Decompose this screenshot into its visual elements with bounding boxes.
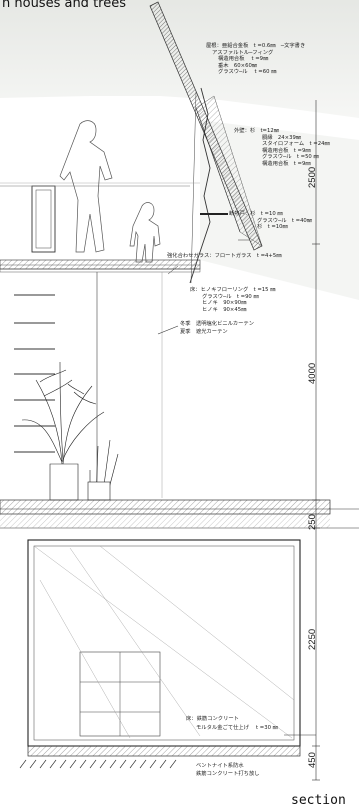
person-right xyxy=(129,202,161,263)
bookshelves xyxy=(14,294,55,453)
window-annotation: 断熱戸：杉 t =10 ㎜ グラスウ─ル t =40㎜ 杉 t =10㎜ xyxy=(229,211,312,231)
dimension-2250: 2250 xyxy=(307,628,318,650)
wall-line-2: 胴縁 24×39㎜ xyxy=(262,134,302,141)
wall-line-6: 構造用合板 t =9㎜ xyxy=(262,160,311,167)
roof-line-1: 屋根：亜鉛合金板 t =0.6㎜ ─文字書き xyxy=(206,43,306,49)
dimension-line xyxy=(312,100,320,781)
window-line-2: グラスウ─ル t =40㎜ xyxy=(257,217,313,224)
basement-floor-slab xyxy=(27,745,301,757)
roof-line-2: アスファルトル─フィング xyxy=(212,49,274,56)
drawing-title: n houses and trees xyxy=(2,0,126,11)
window-line-1: 断熱戸：杉 t =10 ㎜ xyxy=(229,211,283,217)
floor-annotation: 床：ヒノキフローリング t =15 ㎜ グラスウ─ル t =90 ㎜ ヒノキ 9… xyxy=(190,287,275,313)
wall-annotation: 外壁：杉 t=12㎜ 胴縁 24×39㎜ スタイロフォーム t =24㎜ 構造用… xyxy=(234,128,330,168)
roof-line-3: 構造用合板 t =9㎜ xyxy=(218,56,269,63)
roof-annotation: 屋根：亜鉛合金板 t =0.6㎜ ─文字書き アスファルトル─フィング 構造用合… xyxy=(206,43,305,76)
curtain-line-2: 夏季 遮光カーテン xyxy=(180,329,228,335)
glass-annotation: 強化合わせガラス：フロートガラス t =4+5㎜ xyxy=(167,253,282,259)
middle-floor-slab xyxy=(0,499,331,515)
wall-line-5: グラスウ─ル t =50 ㎜ xyxy=(262,154,319,161)
floor-line-1: 床：ヒノキフローリング t =15 ㎜ xyxy=(190,287,276,293)
floor-line-3: ヒノキ 90×90㎜ xyxy=(202,300,247,307)
dimension-250: 250 xyxy=(307,514,318,530)
wall-edge xyxy=(189,87,211,284)
wall-line-4: 構造用合板 t =9㎜ xyxy=(262,147,311,154)
upper-floor-slab xyxy=(0,259,201,270)
dimension-2500: 2500 xyxy=(307,166,318,188)
roof-line-4: 垂木 60×60㎜ xyxy=(218,62,258,69)
foundation-line-2: 鉄筋コンクリート打ち放し xyxy=(196,771,260,777)
wall-line-1: 外壁：杉 t=12㎜ xyxy=(234,128,280,134)
footer-label: section xyxy=(291,793,346,808)
curtain-annotation: 冬季 透明塩化ビニルカーテン 夏季 遮光カーテン xyxy=(180,320,254,336)
window-box xyxy=(31,185,56,253)
ground-floor-line-1: 床：鉄筋コンクリート xyxy=(186,716,239,722)
foundation-line-1: ベントナイト系防水 xyxy=(196,763,244,769)
floor-line-2: グラスウ─ル t =90 ㎜ xyxy=(202,293,259,300)
floor-line-4: ヒノキ 90×45㎜ xyxy=(202,306,247,313)
foundation-annotation: ベントナイト系防水 鉄筋コンクリート打ち放し xyxy=(196,762,260,778)
dimension-4000: 4000 xyxy=(307,362,318,384)
person-left xyxy=(59,120,113,253)
dimension-450: 450 xyxy=(307,752,318,768)
plant-illustration xyxy=(21,361,119,501)
ground-floor-annotation: 床：鉄筋コンクリート モルタル金ごて仕上げ t =30 ㎜ xyxy=(186,715,278,733)
ground-floor-line-2: モルタル金ごて仕上げ t =30 ㎜ xyxy=(196,725,278,731)
wall-line-3: スタイロフォーム t =24㎜ xyxy=(262,141,330,148)
roof-line-5: グラスウ─ル t =60 ㎜ xyxy=(218,69,277,76)
window-line-3: 杉 t =10㎜ xyxy=(257,224,288,231)
right-wash xyxy=(200,120,359,300)
curtain-line-1: 冬季 透明塩化ビニルカーテン xyxy=(180,321,254,327)
ground-hatch xyxy=(19,759,177,769)
